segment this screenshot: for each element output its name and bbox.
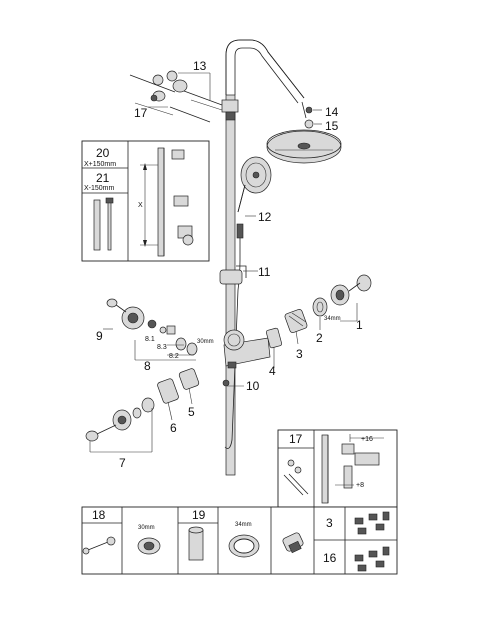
detail-17-number: 17	[289, 432, 303, 446]
item-1-eccentric	[330, 274, 372, 306]
panel-18-number: 18	[92, 508, 106, 522]
hand-shower	[237, 156, 272, 213]
option-21-dim: X-150mm	[84, 185, 115, 192]
detail-plus8: +8	[356, 482, 364, 489]
riser-pipe	[225, 39, 305, 476]
callout-17: 17	[134, 106, 148, 120]
threaded-connector-part	[282, 532, 304, 554]
panel-19-dim: 34mm	[235, 522, 252, 528]
detail-box-17	[277, 429, 398, 508]
callout-5: 5	[188, 405, 195, 419]
item-5-connector	[178, 368, 200, 390]
seal-parts-14-15	[304, 106, 322, 129]
item-8-parts	[159, 325, 198, 356]
panel-19-number: 19	[192, 508, 206, 522]
option-21-number: 21	[96, 171, 110, 185]
thermostat-body	[223, 329, 271, 369]
option-20-number: 20	[96, 146, 110, 160]
callout-9: 9	[96, 329, 103, 343]
panel-16-number: 16	[323, 551, 337, 565]
wrench-tool	[82, 536, 116, 555]
callout-8-3: 8.3	[157, 344, 167, 351]
callout-8-2: 8.2	[169, 353, 179, 360]
item-7-cover	[85, 407, 142, 442]
panel-18-dim: 30mm	[138, 525, 155, 531]
callout-15: 15	[325, 119, 339, 133]
socket-30mm	[137, 537, 161, 555]
callout-6: 6	[170, 421, 177, 435]
callout-13: 13	[193, 59, 207, 73]
item-4-cap	[265, 327, 283, 366]
ring-34mm	[228, 534, 260, 558]
callout-8-1: 8.1	[145, 336, 155, 343]
slide-holder	[219, 265, 247, 285]
detail-plus16: +16	[361, 436, 373, 443]
wall-anchor-set	[129, 70, 223, 123]
callout-7: 7	[119, 456, 126, 470]
callout-11: 11	[258, 265, 271, 279]
option-20-dim: X+150mm	[84, 161, 116, 168]
screw-set-16	[354, 546, 390, 572]
screw-set-3	[354, 511, 390, 535]
callout-1: 1	[356, 318, 363, 332]
dim-30mm-diagram: 30mm	[197, 339, 214, 345]
item-6-connector	[141, 378, 179, 413]
callout-2: 2	[316, 331, 323, 345]
item-2-nut	[312, 297, 328, 317]
callout-12: 12	[258, 210, 272, 224]
dim-34mm-diagram: 34mm	[324, 316, 341, 322]
callout-3: 3	[296, 347, 303, 361]
callout-14: 14	[325, 105, 339, 119]
item-3-connector	[284, 309, 308, 333]
callout-8: 8	[144, 359, 151, 373]
item-9-cover	[106, 298, 157, 330]
height-option-box	[81, 140, 210, 262]
height-x-mark: X	[138, 202, 143, 209]
item-10-part	[222, 379, 230, 387]
leader-lines	[89, 72, 358, 453]
rain-shower-head	[266, 101, 342, 164]
callout-4: 4	[269, 364, 276, 378]
mounting-sleeve	[188, 526, 204, 561]
callout-10: 10	[246, 379, 260, 393]
wall-bracket-upper	[221, 99, 239, 121]
panel-3-number: 3	[326, 516, 333, 530]
